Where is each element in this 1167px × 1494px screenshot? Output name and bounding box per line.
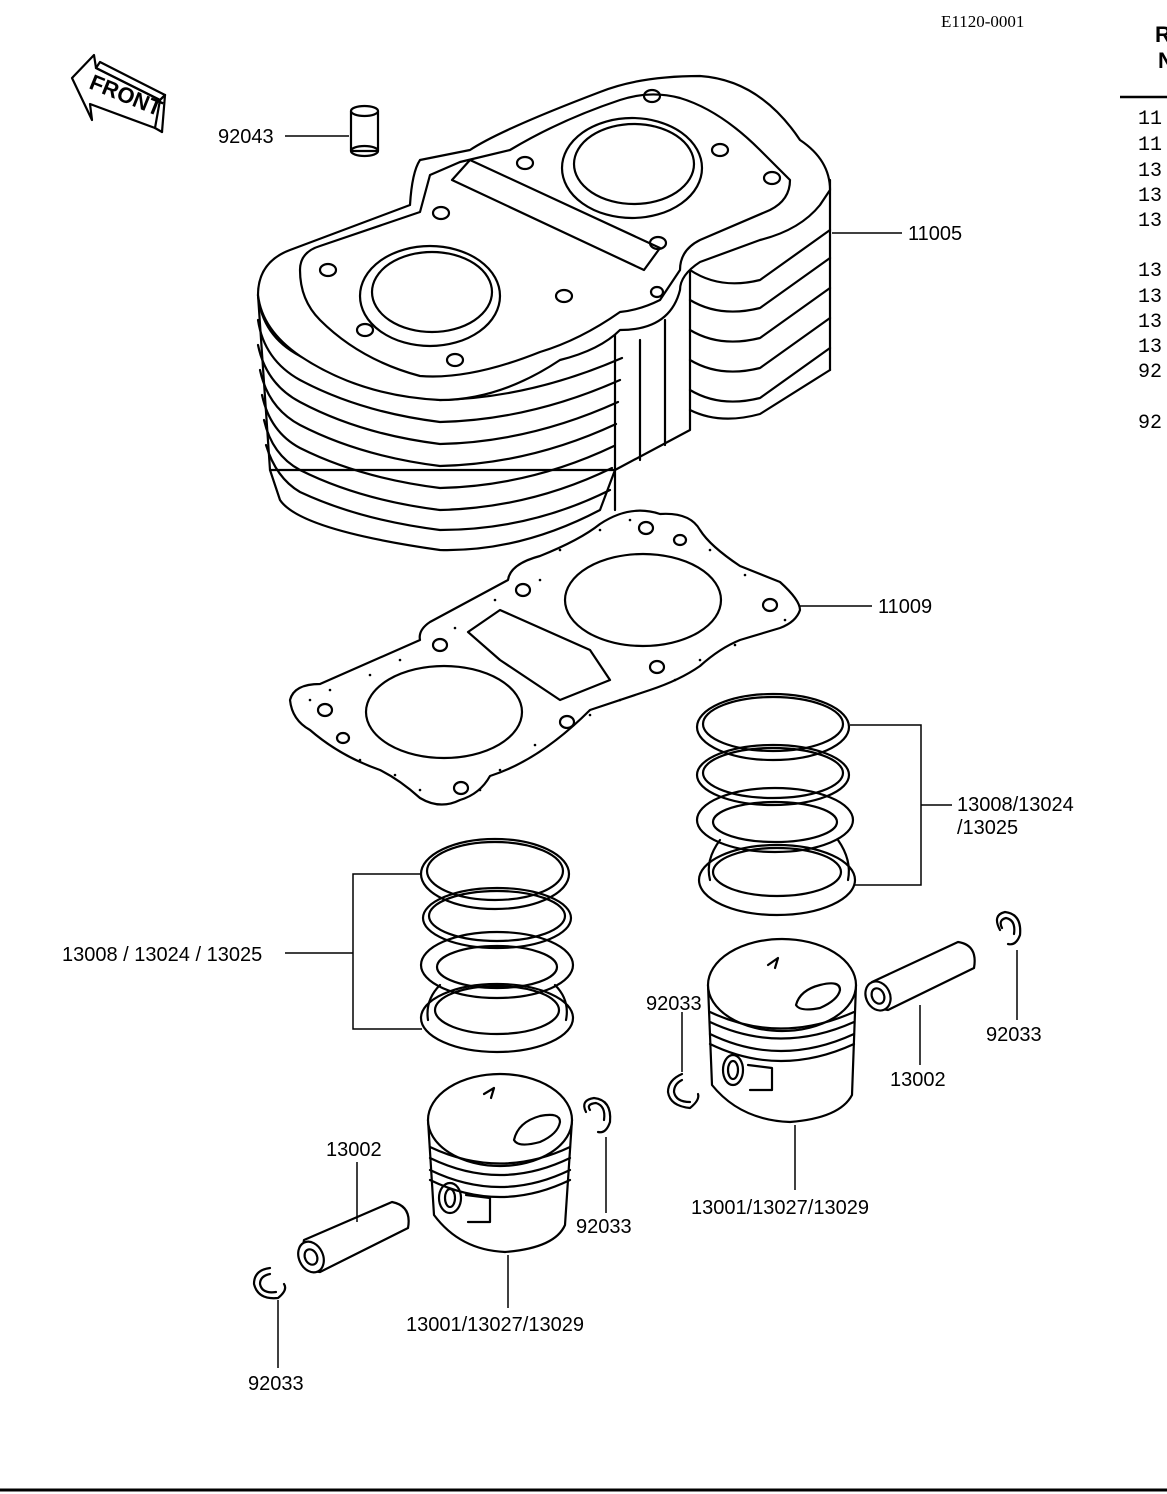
parts-column: R N 11 11 13 13 13 13 13 13 13 92 92: [1120, 22, 1167, 435]
label-cylinder: 11005: [908, 223, 962, 245]
piston-rings-left-icon: [419, 837, 575, 1054]
parts-column-item: 92: [1138, 412, 1162, 435]
bracket-line: [352, 873, 422, 1030]
label-pin-left: 13002: [326, 1139, 382, 1161]
label-clip-right-inner: 92033: [646, 993, 702, 1015]
parts-column-header-1: R: [1155, 22, 1167, 47]
label-rings-left: 13008 / 13024 / 13025: [62, 944, 262, 966]
base-gasket-icon: [288, 509, 802, 806]
label-piston-left: 13001/13027/13029: [406, 1314, 584, 1336]
parts-column-item: 11: [1138, 108, 1162, 131]
circlip-left-inner-icon: [583, 1096, 612, 1134]
dowel-pin-icon: [349, 104, 380, 158]
label-piston-right: 13001/13027/13029: [691, 1197, 869, 1219]
circlip-right-outer-icon: [995, 910, 1022, 946]
label-base-gasket: 11009: [878, 596, 932, 618]
parts-column-item: 13: [1138, 260, 1162, 283]
piston-pin-left-icon: [297, 1200, 410, 1274]
label-pin-right: 13002: [890, 1069, 946, 1091]
piston-right-icon: [706, 937, 858, 1124]
cylinder-block-icon: [256, 74, 832, 552]
parts-column-item: 13: [1138, 185, 1162, 208]
parts-column-item: 13: [1138, 160, 1162, 183]
parts-column-item: 13: [1138, 210, 1162, 233]
circlip-left-outer-icon: [252, 1266, 287, 1300]
parts-column-item: 13: [1138, 336, 1162, 359]
piston-left-icon: [426, 1072, 574, 1254]
parts-column-item: 13: [1138, 311, 1162, 334]
diagram-code: E1120-0001: [941, 12, 1024, 31]
label-clip-left-outer: 92033: [248, 1373, 304, 1395]
label-rings-right-1: 13008/13024: [957, 794, 1074, 816]
parts-column-header-2: N: [1158, 48, 1167, 73]
bracket-line: [850, 724, 922, 886]
label-clip-left-inner: 92033: [576, 1216, 632, 1238]
front-arrow-icon: FRONT: [70, 53, 166, 134]
piston-pin-right-icon: [864, 940, 976, 1012]
parts-column-item: 13: [1138, 286, 1162, 309]
piston-rings-right-icon: [695, 692, 857, 917]
circlip-right-inner-icon: [666, 1072, 700, 1110]
parts-column-item: 92: [1138, 361, 1162, 384]
label-rings-right-2: /13025: [957, 817, 1018, 839]
parts-column-item: 11: [1138, 134, 1162, 157]
label-clip-right-outer: 92033: [986, 1024, 1042, 1046]
label-cylinder-dowel: 92043: [218, 126, 274, 148]
